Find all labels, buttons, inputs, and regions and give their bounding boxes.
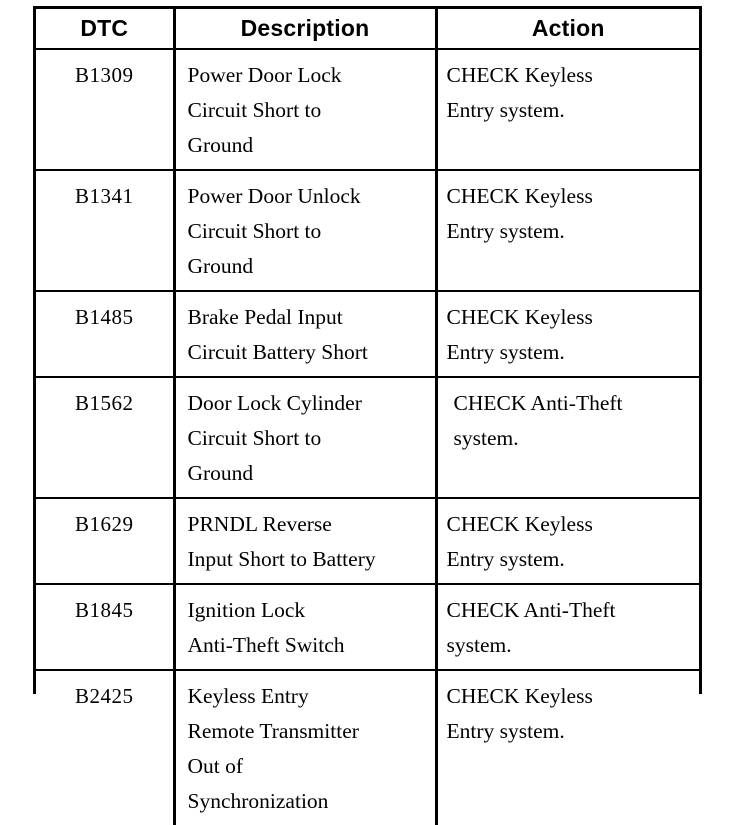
description-line: Power Door Unlock <box>187 184 361 208</box>
cell-action: CHECK Anti-Theft system. <box>436 584 699 671</box>
description-line: Circuit Short to <box>187 426 322 450</box>
cell-dtc-code: B1562 <box>36 377 176 499</box>
description-line: Ground <box>187 133 254 157</box>
description-line: Ground <box>187 461 254 485</box>
action-line: system. <box>446 633 512 657</box>
cell-dtc-code: B1485 <box>36 291 176 378</box>
description-line: Door Lock Cylinder <box>187 391 362 415</box>
cell-dtc-code: B2425 <box>36 670 176 825</box>
description-line: Remote Transmitter <box>187 719 359 743</box>
description-line: Ground <box>187 254 254 278</box>
action-line: Entry system. <box>446 340 565 364</box>
cell-dtc-code: B1341 <box>36 170 176 292</box>
column-header-description: Description <box>174 9 438 50</box>
action-line: Entry system. <box>446 719 565 743</box>
header-row: DTC Description Action <box>36 9 699 50</box>
description-line: Circuit Short to <box>187 98 322 122</box>
column-header-action: Action <box>436 9 699 50</box>
action-line: CHECK Keyless <box>446 684 593 708</box>
action-line: CHECK Anti-Theft <box>453 391 623 415</box>
cell-dtc-code: B1629 <box>36 498 176 585</box>
description-line: Out of <box>187 754 244 778</box>
action-line: CHECK Keyless <box>446 512 593 536</box>
action-line: Entry system. <box>446 219 565 243</box>
action-line: CHECK Keyless <box>446 184 593 208</box>
cell-dtc-code: B1309 <box>36 49 176 171</box>
cell-dtc-code: B1845 <box>36 584 176 671</box>
description-line: Power Door Lock <box>187 63 342 87</box>
description-line: Anti-Theft Switch <box>187 633 345 657</box>
description-line: Circuit Short to <box>187 219 322 243</box>
description-line: Circuit Battery Short <box>187 340 368 364</box>
action-line: Entry system. <box>446 98 565 122</box>
column-header-dtc: DTC <box>36 9 176 50</box>
action-line: CHECK Keyless <box>446 63 593 87</box>
action-line: CHECK Anti-Theft <box>446 598 616 622</box>
description-line: Input Short to Battery <box>187 547 376 571</box>
action-line: CHECK Keyless <box>446 305 593 329</box>
description-line: PRNDL Reverse <box>187 512 332 536</box>
description-line: Keyless Entry <box>187 684 309 708</box>
description-line: Synchronization <box>187 789 329 813</box>
description-line: Ignition Lock <box>187 598 306 622</box>
description-line: Brake Pedal Input <box>187 305 343 329</box>
cell-action: CHECK Anti-Theft system. <box>436 377 699 499</box>
action-line: Entry system. <box>446 547 565 571</box>
table-header: DTC Description Action <box>36 9 699 50</box>
action-line: system. <box>453 426 519 450</box>
